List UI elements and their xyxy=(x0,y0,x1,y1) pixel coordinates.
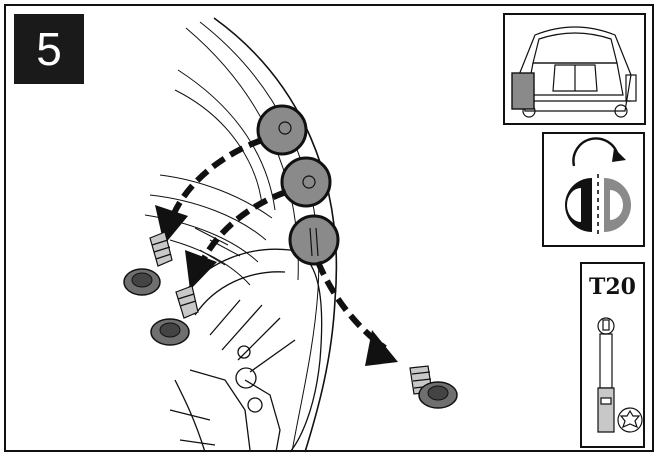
rotate-panel xyxy=(542,132,645,247)
highlight-area xyxy=(512,73,534,109)
removal-arrows xyxy=(172,140,385,348)
push-clip-2 xyxy=(151,286,198,345)
tool-panel: T20 xyxy=(580,262,645,448)
torx-driver-icon xyxy=(582,264,643,446)
fastener-location-2 xyxy=(282,158,330,206)
fastener-location-3 xyxy=(290,216,338,264)
arrow-heads xyxy=(155,205,398,366)
rotate-clockwise-icon xyxy=(544,134,643,245)
location-panel xyxy=(503,13,646,125)
fastener-location-1 xyxy=(258,106,306,154)
push-clip-1 xyxy=(124,232,172,295)
removal-arrow-1 xyxy=(172,140,262,218)
push-clip-3 xyxy=(410,366,457,408)
car-rear-view-icon xyxy=(505,15,644,123)
